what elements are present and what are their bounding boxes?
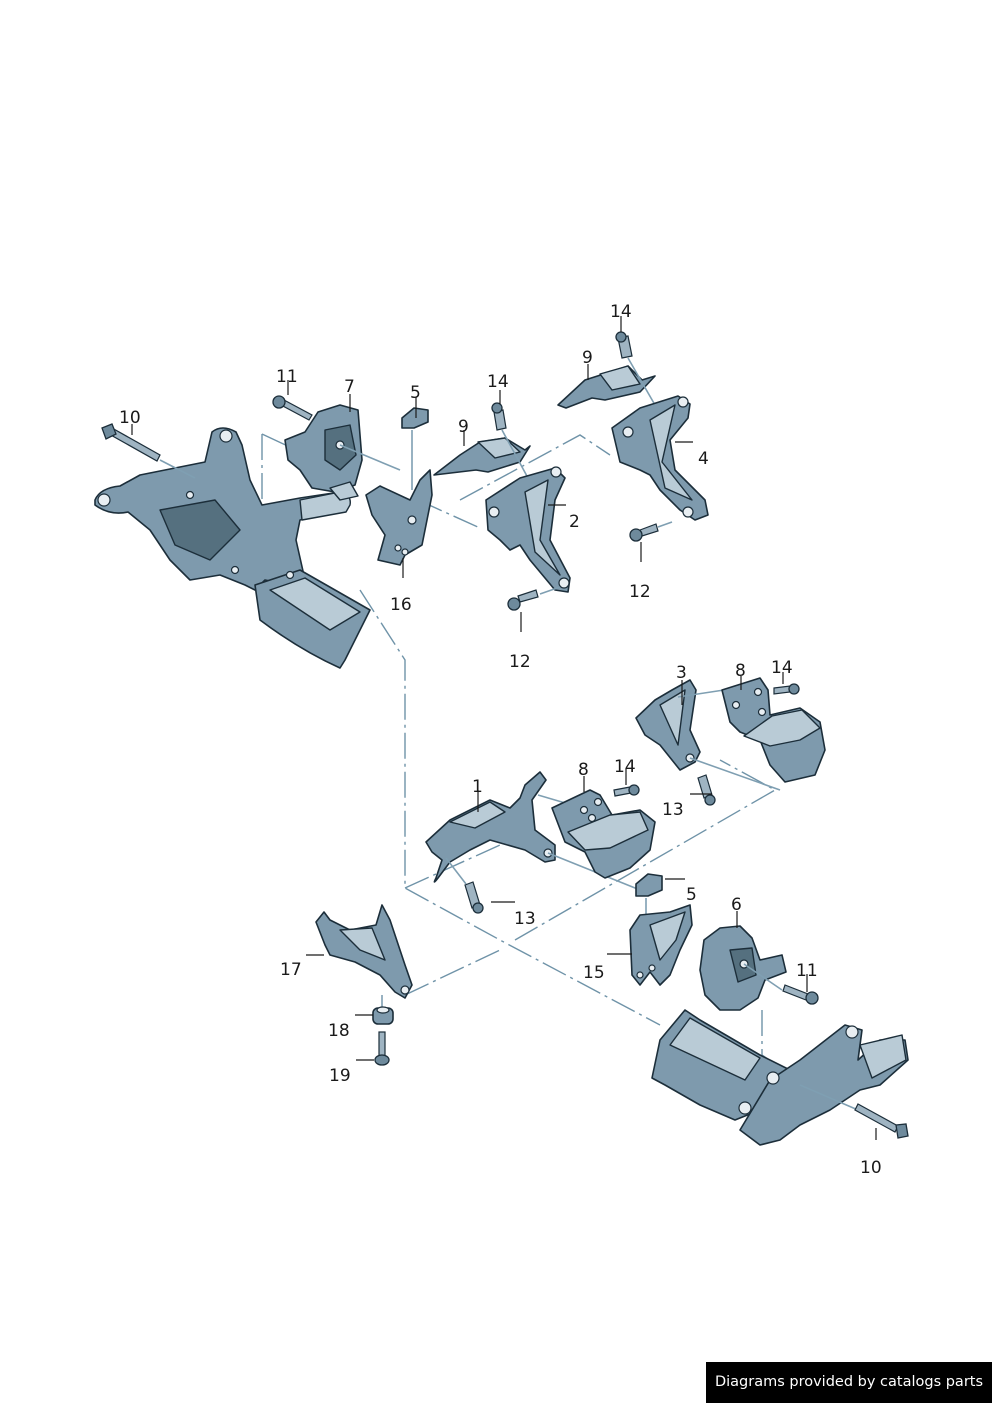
callout-5-lower: 5: [686, 885, 697, 905]
engine-mount-7: [284, 404, 401, 501]
callout-13-left: 13: [514, 909, 536, 929]
bolt-14-b: [615, 331, 656, 406]
bracket-3: [635, 679, 781, 791]
callout-16: 16: [390, 595, 412, 615]
callout-labels: 1 2 3 4 5 5 6 7 8 8 9 9 10 10 11 11 12 1…: [119, 302, 882, 1178]
callout-12-a: 12: [509, 652, 531, 672]
callout-6: 6: [731, 895, 742, 915]
bolt-12-b: [629, 521, 673, 542]
callout-10-right: 10: [860, 1158, 882, 1178]
callout-5-top: 5: [410, 383, 421, 403]
callout-3: 3: [676, 663, 687, 683]
bushing-18: [372, 995, 394, 1025]
heat-shield-8-right: [721, 677, 826, 783]
callout-8-left: 8: [578, 760, 589, 780]
bracket-4: [611, 395, 709, 521]
callout-17: 17: [280, 960, 302, 980]
callout-8-right: 8: [735, 661, 746, 681]
footer-credit: Diagrams provided by catalogs parts: [706, 1362, 992, 1403]
callout-15: 15: [583, 963, 605, 983]
bolt-11-left: [272, 395, 313, 421]
bracket-15: [629, 904, 693, 986]
callout-2: 2: [569, 512, 580, 532]
callout-12-b: 12: [629, 582, 651, 602]
callout-10-left: 10: [119, 408, 141, 428]
buffer-5-lower: [635, 873, 663, 920]
callout-14-b: 14: [610, 302, 632, 322]
subframe-right: [651, 1009, 909, 1146]
callout-14-a: 14: [487, 372, 509, 392]
subframe-left: [94, 427, 371, 669]
callout-9-right: 9: [582, 348, 593, 368]
bolt-13-right: [697, 774, 716, 806]
bracket-2: [485, 466, 571, 593]
callout-11-right: 11: [796, 961, 818, 981]
heat-shield-9-right: [557, 365, 656, 409]
bracket-16: [365, 469, 433, 566]
bolt-11-right: [782, 984, 819, 1005]
bolt-10-right: [799, 1084, 909, 1139]
bracket-1: [425, 771, 641, 891]
heat-shield-8-left: [551, 789, 656, 879]
callout-14-c: 14: [771, 658, 793, 678]
callout-1: 1: [472, 777, 483, 797]
bolt-12-a: [507, 586, 561, 611]
support-17: [315, 904, 413, 999]
bolt-14-c: [773, 683, 800, 695]
buffer-5-top: [401, 407, 429, 490]
callout-4: 4: [698, 449, 709, 469]
callout-11-left: 11: [276, 367, 298, 387]
engine-mount-6: [699, 925, 787, 1011]
callout-9-left: 9: [458, 417, 469, 437]
bolt-14-d: [613, 784, 640, 797]
bolt-19: [374, 1031, 390, 1066]
callout-13-right: 13: [662, 800, 684, 820]
callout-19: 19: [329, 1066, 351, 1086]
callout-14-d: 14: [614, 757, 636, 777]
callout-leaders: [131, 316, 877, 1140]
bolt-14-a: [491, 402, 529, 479]
callout-18: 18: [328, 1021, 350, 1041]
bolt-10-left: [101, 423, 196, 479]
bolt-13-left: [445, 857, 484, 914]
callout-7: 7: [344, 377, 355, 397]
